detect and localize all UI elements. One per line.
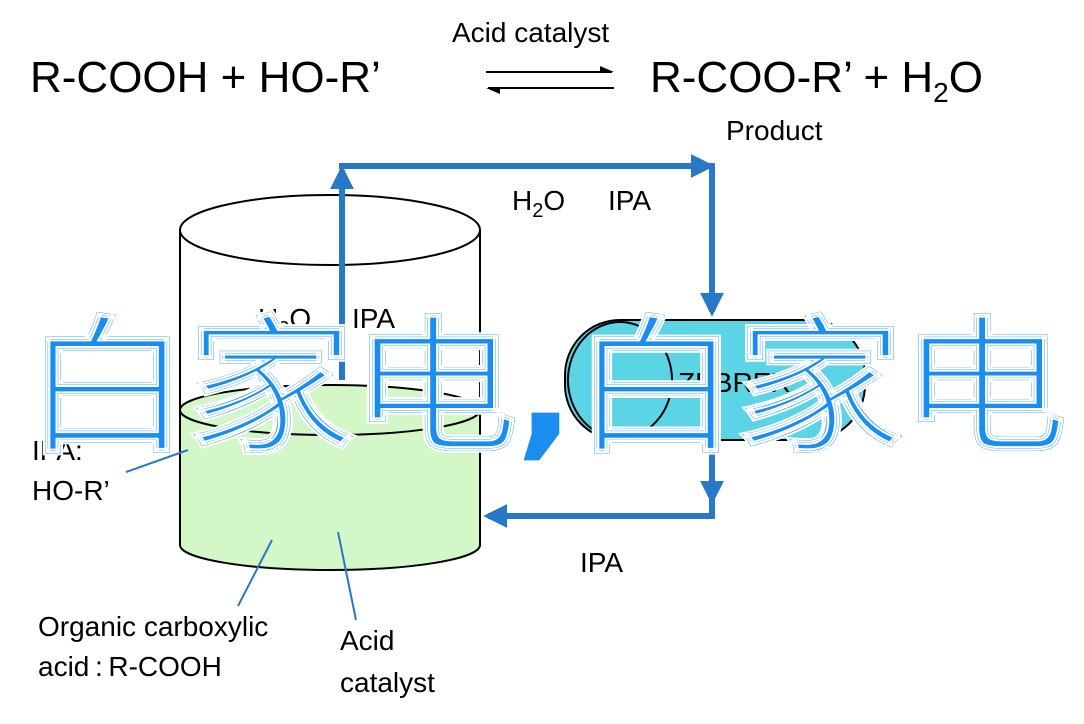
leader-ipa bbox=[125, 449, 189, 473]
equation-products-subscript: 2 bbox=[933, 77, 949, 108]
label-catalyst-line2: catalyst bbox=[340, 667, 435, 698]
tank-vapor-water: H2O bbox=[258, 303, 311, 340]
watermark-text: 白家电,白家电 bbox=[22, 302, 1065, 476]
liquid-body bbox=[180, 410, 480, 570]
label-acid-line1: Organic carboxylic bbox=[38, 611, 268, 642]
flow-bottom-ipa: IPA bbox=[580, 547, 623, 578]
equation-products-end: O bbox=[949, 53, 983, 102]
membrane-label: ZEBREX bbox=[678, 367, 790, 398]
product-label: Product bbox=[726, 115, 823, 146]
equation-products-main: R-COO-R’ + H bbox=[650, 53, 933, 102]
flow-arrows bbox=[330, 154, 724, 528]
leader-catalyst bbox=[337, 531, 357, 621]
leader-acid bbox=[237, 539, 273, 607]
tank-vapor-ipa: IPA bbox=[352, 303, 395, 334]
label-ipa-line2: HO-R’ bbox=[32, 475, 110, 506]
membrane-module bbox=[564, 319, 866, 441]
flow-top-ipa: IPA bbox=[608, 185, 651, 216]
label-catalyst-line1: Acid bbox=[340, 625, 394, 656]
equation-products: R-COO-R’ + H2O bbox=[650, 53, 983, 108]
tank-top bbox=[179, 194, 481, 266]
equilibrium-arrow bbox=[486, 66, 614, 94]
reaction-tank bbox=[179, 194, 481, 571]
equation-catalyst-label: Acid catalyst bbox=[452, 17, 609, 48]
flow-top-water: H2O bbox=[512, 185, 565, 222]
equation-reactants: R-COOH + HO-R’ bbox=[30, 53, 381, 102]
label-ipa-line1: IPA: bbox=[32, 435, 83, 466]
label-acid-line2: acid : R-COOH bbox=[38, 651, 222, 682]
